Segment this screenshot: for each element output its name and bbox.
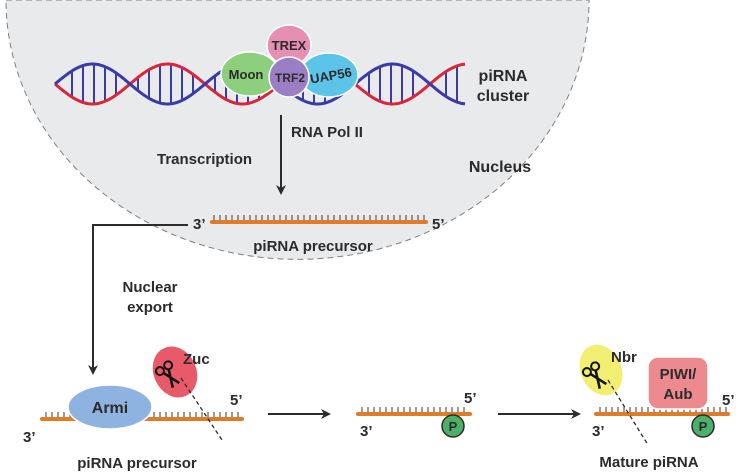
zuc-label: Zuc: [183, 351, 210, 368]
zuc-cut-line: [180, 377, 223, 441]
stage1-label: piRNA precursor: [77, 455, 197, 472]
stage3-5prime: 5’: [722, 392, 735, 409]
nbr-label: Nbr: [611, 349, 637, 366]
rna-pol-label: RNA Pol II: [291, 124, 363, 141]
nbr-cut-line: [607, 379, 649, 446]
trf2-label: TRF2: [275, 71, 305, 85]
stage2-3prime: 3’: [360, 423, 373, 440]
zuc-protein: [151, 345, 199, 399]
phosphate-label-stage2: P: [449, 419, 458, 434]
nuclear-export-arrow: [88, 224, 188, 375]
precursor-nuclear-5prime: 5’: [432, 216, 445, 233]
phosphate-icon-stage2: [441, 414, 465, 438]
trf2-protein: [268, 56, 310, 98]
phosphate-label-stage3: P: [699, 419, 708, 434]
piwi-label-line1: PIWI/: [660, 366, 697, 383]
nbr-protein: [578, 343, 624, 397]
export-label-line2: export: [127, 299, 173, 316]
cluster-label-line1: piRNA: [479, 68, 528, 85]
piwi-label-line2: Aub: [663, 386, 692, 403]
uap56-label: UAP56: [309, 64, 353, 86]
precursor-nuclear-3prime: 3’: [193, 216, 206, 233]
stage2-5prime: 5’: [464, 390, 477, 407]
intermediate-rna: [356, 407, 472, 416]
stage3-3prime: 3’: [592, 423, 605, 440]
armi-label: Armi: [92, 400, 128, 417]
moon-label: Moon: [229, 67, 264, 82]
stage3-label: Mature piRNA: [599, 454, 698, 471]
trex-label: TREX: [272, 38, 307, 53]
cluster-label-line2: cluster: [477, 88, 529, 105]
nucleus-label: Nucleus: [469, 159, 531, 176]
stage1-5prime: 5’: [230, 392, 243, 409]
phosphate-icon-stage3: [691, 414, 715, 438]
dna-strand-red: [54, 62, 466, 106]
nucleus-shape: [5, 0, 590, 260]
scissors-icon: [154, 360, 181, 388]
armi-protein: [67, 384, 153, 430]
scissors-icon-nbr: [581, 361, 608, 389]
piwi-aub-protein: [647, 356, 709, 410]
transcription-label: Transcription: [157, 151, 252, 168]
precursor-rna-nuclear: [210, 215, 428, 224]
stage1-3prime: 3’: [23, 429, 36, 446]
export-label-line1: Nuclear: [122, 279, 177, 296]
precursor-nuclear-label: piRNA precursor: [253, 238, 373, 255]
